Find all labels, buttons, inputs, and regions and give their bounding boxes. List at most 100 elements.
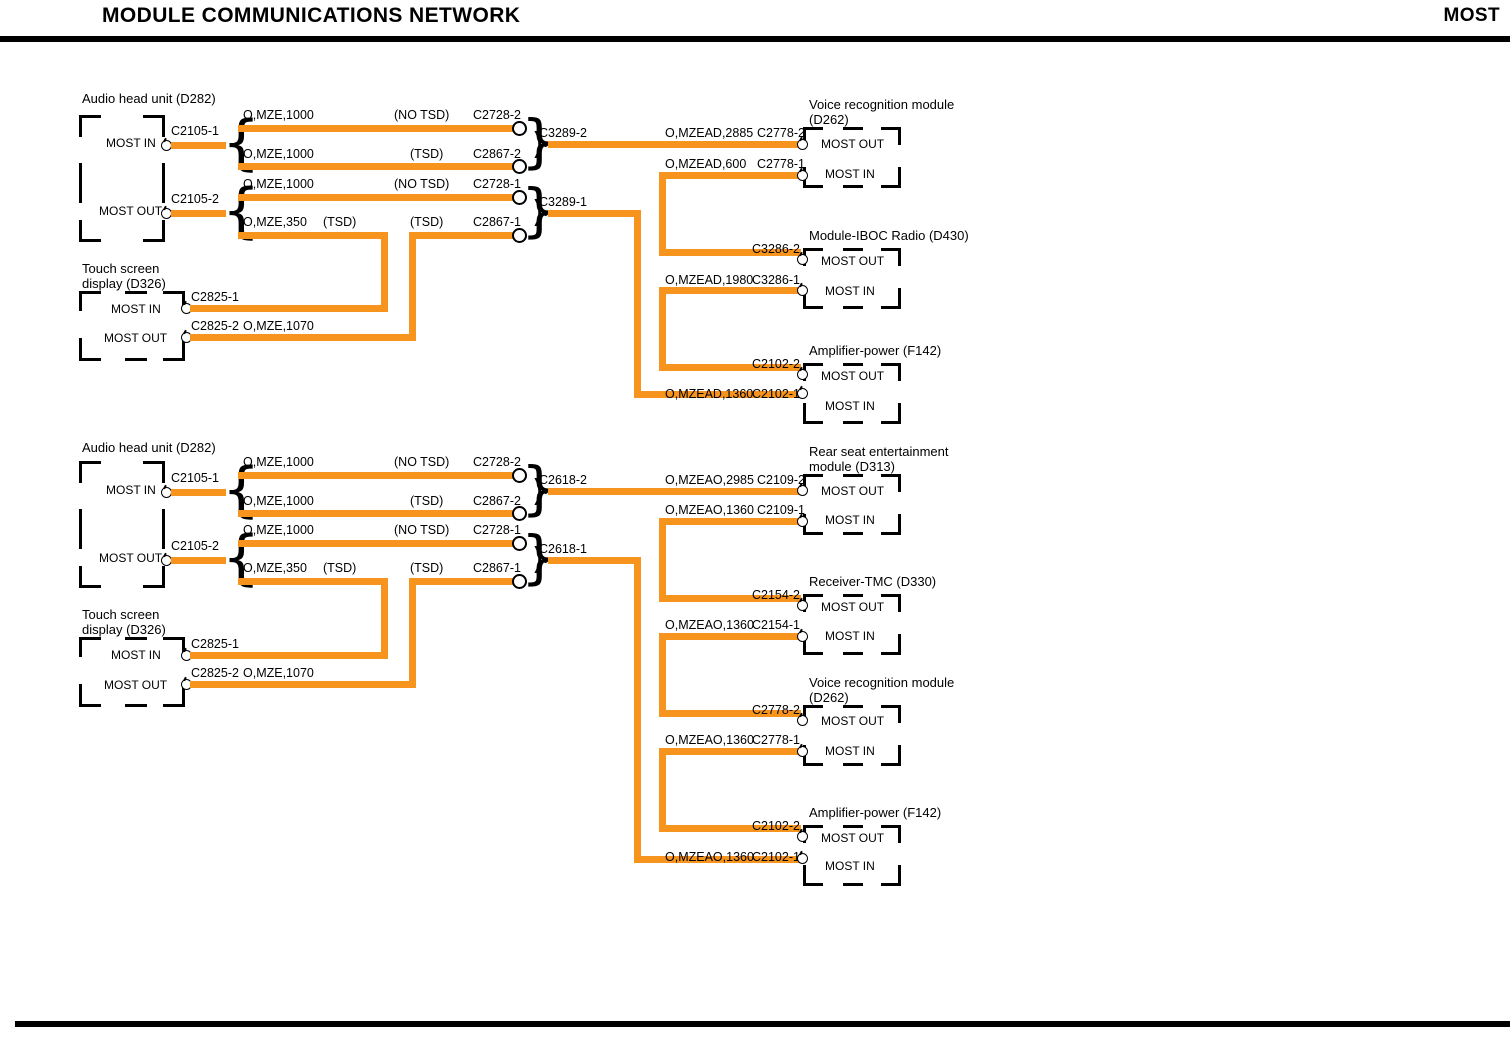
wire-label-c2102-1-bottom: O,MZEAO,1360 (665, 850, 754, 864)
connector-label-c2825-1-bottom: C2825-1 (191, 637, 239, 651)
network-type-label: MOST (1443, 5, 1500, 26)
wire-link-c2154-1-c2778-2 (659, 633, 666, 717)
port-label-amp-out-bottom: MOST OUT (821, 831, 885, 845)
port-label-touch-in-bottom: MOST IN (111, 648, 161, 662)
ring-c2867-2-bottom[interactable] (512, 506, 527, 521)
module-title-voice-recognition-top: Voice recognition module (D262) (809, 97, 955, 127)
module-title-rear-seat-entertainment: Rear seat entertainment module (D313) (809, 444, 949, 474)
port-label-tmc-in: MOST IN (825, 629, 875, 643)
module-title-iboc-radio: Module-IBOC Radio (D430) (809, 228, 969, 243)
wire-link-c2778-1-c2102-2 (659, 748, 666, 832)
ring-c2728-2-bottom[interactable] (512, 468, 527, 483)
wire-trunk-1-bottom (238, 472, 513, 479)
port-label-touch-out-top: MOST OUT (104, 331, 168, 345)
ring-c2728-1-top[interactable] (512, 190, 527, 205)
connector-label-c2825-1-top: C2825-1 (191, 290, 239, 304)
connector-label-c2778-2-top: C2778-2 (757, 126, 805, 140)
connector-label-c2867-1-top: C2867-1 (473, 215, 521, 229)
pin-c3286-2[interactable] (797, 251, 808, 265)
connector-label-c2154-2: C2154-2 (752, 588, 800, 602)
connector-label-c2728-2-bottom: C2728-2 (473, 455, 521, 469)
inline-connector-label-c2618-2: C2618-2 (539, 473, 587, 487)
wire-c2825-1-vertical-top (381, 232, 388, 312)
wire-label-c2778-2-top: O,MZEAD,2885 (665, 126, 754, 140)
pin-c2778-2-top[interactable] (797, 136, 808, 150)
wire-trunk-4b-top (412, 232, 513, 239)
pin-c2109-2[interactable] (797, 482, 808, 496)
wire-label-2-bottom: O,MZE,1000 (243, 494, 314, 508)
page-title: Module communications network (102, 4, 521, 27)
wire-to-c2778-1-bottom (659, 748, 801, 755)
pin-c2102-1-bottom[interactable] (797, 850, 808, 864)
node-c2618-1 (543, 558, 548, 563)
connector-label-c2825-2-bottom: C2825-2 (191, 666, 239, 680)
wire-label-c2778-1-top: O,MZEAD,600 (665, 157, 747, 171)
wire-label-c2102-1-top: O,MZEAD,1360 (665, 387, 754, 401)
wire-link-c2109-1-c2154-2 (659, 518, 666, 602)
ring-c2728-1-bottom[interactable] (512, 536, 527, 551)
port-label-most-in-bottom: MOST IN (106, 483, 156, 497)
ring-c2867-1-top[interactable] (512, 228, 527, 243)
tsd-label-4a-bottom: (TSD) (323, 561, 357, 575)
wire-label-1-bottom: O,MZE,1000 (243, 455, 314, 469)
wire-trunk-2-top (238, 163, 513, 170)
wire-label-c2109-1: O,MZEAO,1360 (665, 503, 754, 517)
wire-to-c3286-2-top (659, 249, 801, 256)
module-box-amplifier-power-bottom (803, 825, 901, 886)
connector-label-c2728-1-top: C2728-1 (473, 177, 521, 191)
wire-c2825-1-vertical-bottom (381, 578, 388, 659)
node-c3289-2 (543, 142, 548, 147)
wire-c2825-1-horizontal-top (190, 305, 388, 312)
pin-c2102-2-top[interactable] (797, 366, 808, 380)
pin-c2109-1[interactable] (797, 513, 808, 527)
wire-trunk-vertical-top (634, 210, 641, 398)
tsd-label-1-top: (NO TSD) (394, 108, 450, 122)
connector-arrow-c2618-1: ) (532, 542, 544, 577)
pin-c2154-2[interactable] (797, 597, 808, 611)
node-c2618-2 (543, 489, 548, 494)
connector-label-c2154-1: C2154-1 (752, 618, 800, 632)
wire-c2105-2-stub-bottom (171, 557, 226, 564)
module-title-touch-screen-top: Touch screen display (D326) (82, 261, 166, 291)
node-c3289-1 (543, 211, 548, 216)
module-title-amplifier-power-bottom: Amplifier-power (F142) (809, 805, 942, 820)
wire-c2825-2-vertical-top (409, 232, 416, 341)
port-label-amp-in-top: MOST IN (825, 399, 875, 413)
tsd-label-2-top: (TSD) (410, 147, 444, 161)
pin-c2778-2-bottom[interactable] (797, 712, 808, 726)
connector-label-c2778-1-bottom: C2778-1 (752, 733, 800, 747)
pin-c2778-1-bottom[interactable] (797, 743, 808, 757)
wire-c2105-1-stub-bottom (171, 489, 226, 496)
pin-c3286-1[interactable] (797, 282, 808, 296)
ring-c2867-1-bottom[interactable] (512, 574, 527, 589)
wire-to-c3286-1-top (659, 287, 801, 294)
port-label-tmc-out: MOST OUT (821, 600, 885, 614)
inline-connector-label-c3289-1: C3289-1 (539, 195, 587, 209)
wire-c2825-1-horizontal-bottom (190, 652, 388, 659)
wire-to-c2154-2 (659, 595, 801, 602)
module-title-audio-head-unit-bottom: Audio head unit (D282) (82, 440, 216, 455)
wire-c3289-1-out (548, 210, 638, 217)
pin-c2102-2-bottom[interactable] (797, 828, 808, 842)
pin-c2778-1-top[interactable] (797, 167, 808, 181)
connector-label-c2109-2: C2109-2 (757, 473, 805, 487)
connector-arrow-c3289-1: ) (532, 195, 544, 230)
wire-c2825-2-horizontal-bottom (190, 681, 416, 688)
module-box-audio-head-unit-bottom (79, 461, 165, 588)
module-title-receiver-tmc: Receiver-TMC (D330) (809, 574, 937, 589)
wire-label-4-top: O,MZE,350 (243, 215, 307, 229)
connector-arrow-c2618-2: ) (532, 474, 544, 509)
splitter-brace-c2105-2-top: { (222, 176, 261, 246)
port-label-amp-out-top: MOST OUT (821, 369, 885, 383)
connector-label-c3286-2: C3286-2 (752, 242, 800, 256)
pin-c2154-1[interactable] (797, 628, 808, 642)
connector-arrow-c3289-2: ) (532, 127, 544, 162)
ring-c2867-2-top[interactable] (512, 159, 527, 174)
ring-c2728-2-top[interactable] (512, 121, 527, 136)
wire-label-2-top: O,MZE,1000 (243, 147, 314, 161)
pin-c2102-1-top[interactable] (797, 385, 808, 399)
module-title-amplifier-power-top: Amplifier-power (F142) (809, 343, 942, 358)
port-label-touch-out-bottom: MOST OUT (104, 678, 168, 692)
connector-label-c2102-2-top: C2102-2 (752, 357, 800, 371)
tsd-label-3-top: (NO TSD) (394, 177, 450, 191)
